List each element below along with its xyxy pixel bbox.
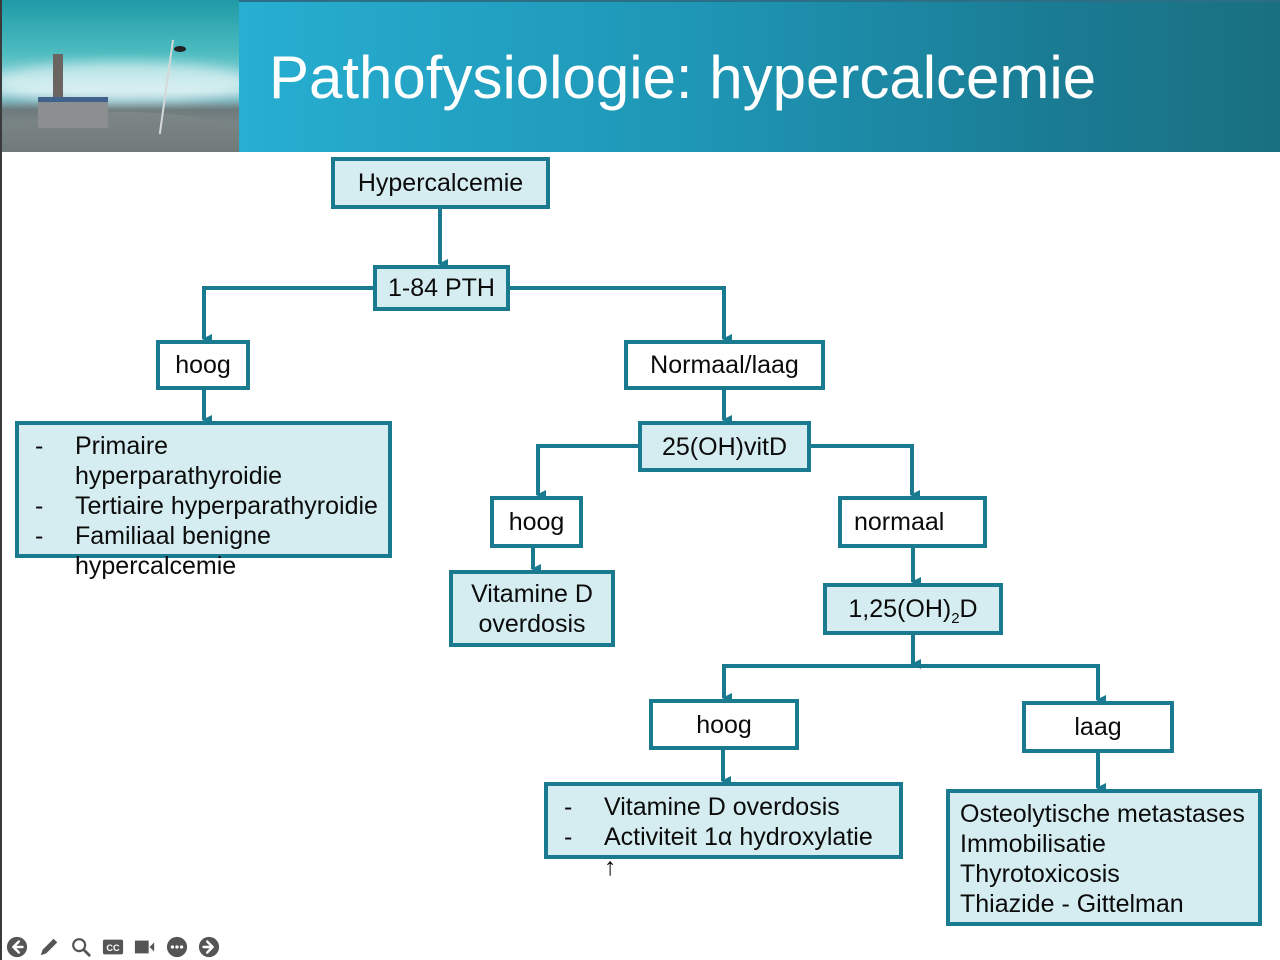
cause-item: -Activiteit 1α hydroxylatie ↑: [564, 823, 873, 881]
connector-vitd125-to-low: [722, 664, 1106, 705]
arrow-left-circle-icon[interactable]: [5, 935, 29, 959]
node-vitd125: 1,25(OH)2D: [823, 583, 1003, 635]
node-pth: 1-84 PTH: [373, 265, 510, 311]
node-vitd125-high: hoog: [649, 699, 799, 750]
ellipsis-circle-icon[interactable]: [165, 935, 189, 959]
node-pth-normal-low: Normaal/laag: [624, 340, 825, 390]
closed-caption-icon[interactable]: CC: [101, 935, 125, 959]
node-label-line2: overdosis: [478, 609, 586, 638]
photo-clouds: [2, 62, 239, 102]
cause-item: Thiazide - Gittelman: [960, 890, 1184, 918]
photo-pole-sculpture: [174, 46, 186, 52]
node-label: hoog: [508, 508, 565, 536]
node-label: hoog: [175, 351, 231, 379]
svg-text:CC: CC: [106, 943, 120, 953]
node-label: 25(OH)vitD: [661, 432, 787, 461]
node-vitd25-high: hoog: [490, 496, 583, 548]
slide-title: Pathofysiologie: hypercalcemie: [269, 44, 1097, 111]
cause-item: Osteolytische metastases: [960, 800, 1245, 828]
cause-item: hypercalcemie: [75, 552, 237, 580]
cause-item: Immobilisatie: [960, 830, 1106, 858]
cause-item: -Primaire hyperparathyroidie: [35, 432, 283, 490]
node-vitd25-normal: normaal: [838, 496, 987, 548]
connector-vitd25-to-high: [536, 444, 639, 500]
presentation-toolbar: CC: [5, 934, 221, 960]
cause-item: Thyrotoxicosis: [960, 860, 1120, 888]
photo-tower: [53, 54, 63, 99]
magnifier-icon[interactable]: [69, 935, 93, 959]
node-label: Hypercalcemie: [357, 169, 524, 197]
pencil-icon[interactable]: [37, 935, 61, 959]
connector-vitd25-to-normal: [810, 444, 920, 500]
node-label: laag: [1074, 713, 1122, 741]
connector-pth-to-low: [510, 286, 732, 344]
node-vitd125-low-causes: Osteolytische metastases Immobilisatie T…: [946, 789, 1262, 926]
arrow-right-circle-icon[interactable]: [197, 935, 221, 959]
node-vitd25: 25(OH)vitD: [638, 421, 811, 472]
node-label: Normaal/laag: [650, 351, 799, 379]
node-vitd125-low: laag: [1022, 701, 1174, 753]
photo-library-building: [38, 97, 108, 128]
cause-item: -Tertiaire hyperparathyroidie: [35, 492, 378, 520]
node-hypercalcemie: Hypercalcemie: [331, 157, 550, 209]
node-label-line1: Vitamine D: [471, 579, 593, 608]
node-label: hoog: [696, 710, 752, 739]
header-photo: [2, 0, 239, 152]
node-label: 1,25(OH)2D: [848, 595, 978, 627]
node-pth-high: hoog: [156, 340, 250, 390]
cause-item: -Vitamine D overdosis: [564, 793, 840, 821]
slide-header: Pathofysiologie: hypercalcemie: [2, 0, 1280, 152]
node-pth-high-causes: -Primaire hyperparathyroidie -Tertiaire …: [15, 421, 392, 580]
node-vitd125-high-causes: -Vitamine D overdosis -Activiteit 1α hyd…: [544, 782, 903, 881]
cause-item: -Familiaal benigne: [35, 522, 271, 550]
node-vitd-overdose: Vitamine D overdosis: [449, 570, 615, 647]
node-label: normaal: [854, 508, 945, 536]
node-label: 1-84 PTH: [388, 274, 495, 302]
video-camera-icon[interactable]: [133, 935, 157, 959]
connector-pth-to-high: [202, 286, 374, 344]
title-bar: Pathofysiologie: hypercalcemie: [239, 0, 1280, 152]
